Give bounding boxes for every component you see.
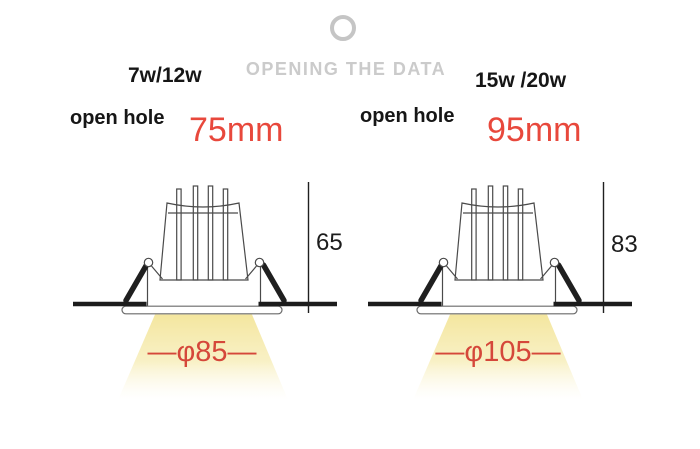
spring-clips: [123, 262, 287, 304]
open-hole-value-1: 75mm: [189, 111, 284, 149]
wattage-label-2: 15w /20w: [475, 69, 567, 92]
open-hole-value-2: 95mm: [487, 111, 582, 149]
lamp-body: [441, 185, 557, 307]
light-cone: [413, 314, 583, 400]
open-hole-label-1: open hole: [70, 107, 165, 129]
trim-bezel: [416, 305, 578, 315]
heatsink-fins: [471, 185, 524, 281]
lamp-body: [146, 185, 262, 307]
downlight-drawing-2: [368, 182, 632, 400]
page-title: OPENING THE DATA: [245, 59, 447, 79]
beam-diameter-value-1: —φ85—: [147, 336, 257, 368]
beam-diameter-value-2: —φ105—: [435, 336, 561, 368]
light-cone: [118, 314, 288, 400]
wattage-label-1: 7w/12w: [128, 64, 202, 87]
ring-icon: [330, 15, 356, 41]
cutout-height-value-2: 83: [611, 231, 638, 258]
clip-pivots: [143, 257, 265, 268]
trim-bezel: [121, 305, 283, 315]
downlight-drawing-1: [73, 182, 337, 400]
spring-clips: [418, 262, 582, 304]
open-hole-label-2: open hole: [360, 105, 455, 127]
cutout-height-value-1: 65: [316, 229, 343, 256]
heatsink-fins: [176, 185, 229, 281]
clip-pivots: [438, 257, 560, 268]
